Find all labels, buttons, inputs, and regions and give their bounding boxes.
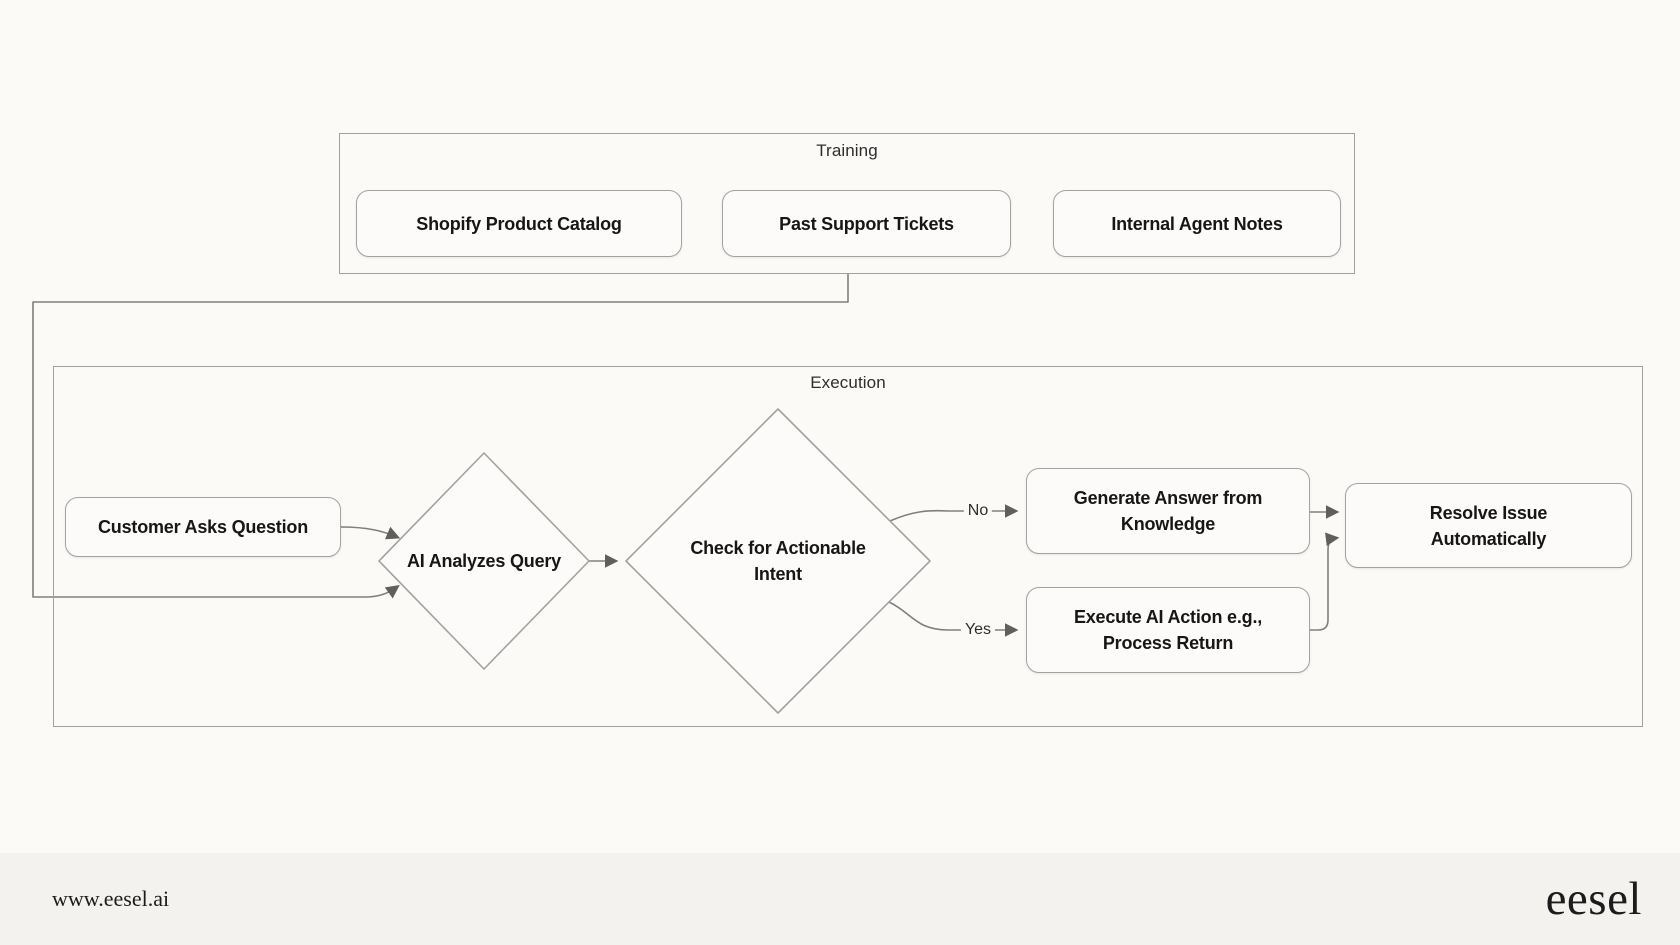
node-label: Shopify Product Catalog	[416, 213, 622, 234]
footer-url: www.eesel.ai	[52, 886, 170, 911]
edge-customer-to-analyze	[340, 526, 401, 540]
edge-label-no: No	[963, 502, 993, 520]
node-label: Customer Asks Question	[98, 517, 308, 537]
node-generate-answer-from-knowledge: Generate Answer from Knowledge	[1026, 468, 1310, 554]
node-execute-ai-action: Execute AI Action e.g., Process Return	[1026, 587, 1310, 673]
node-customer-asks-question: Customer Asks Question	[65, 497, 341, 557]
edge-label-yes: Yes	[960, 621, 996, 639]
node-label-line: Process Return	[1102, 633, 1234, 653]
node-label-line: Automatically	[1430, 528, 1547, 549]
node-label: Internal Agent Notes	[1111, 213, 1283, 234]
edge-check-no-to-generate	[889, 504, 1019, 522]
edge-check-yes-to-execute	[888, 601, 1019, 637]
node-label: Past Support Tickets	[779, 213, 954, 234]
footer: www.eesel.ai eesel	[0, 853, 1680, 945]
node-label-line: Intent	[754, 564, 802, 584]
execution-section: Execution	[53, 366, 1643, 727]
node-label-line: Resolve Issue	[1429, 502, 1548, 523]
node-resolve-issue-automatically: Resolve Issue Automatically	[1345, 483, 1632, 568]
node-internal-agent-notes: Internal Agent Notes	[1053, 190, 1341, 257]
node-label-line: Execute AI Action e.g.,	[1073, 607, 1263, 627]
diamond-check-intent	[625, 408, 931, 714]
node-label-line: Knowledge	[1120, 514, 1216, 534]
edge-training-to-analyze	[32, 274, 849, 599]
node-past-support-tickets: Past Support Tickets	[722, 190, 1011, 257]
execution-section-label: Execution	[810, 373, 886, 392]
edge-execute-to-resolve	[1310, 532, 1340, 631]
footer-logo: eesel	[1545, 873, 1642, 925]
training-section: Training	[339, 133, 1355, 274]
training-section-label: Training	[816, 141, 878, 160]
diamond-ai-analyzes-query	[378, 452, 590, 670]
node-label-line: Check for Actionable	[690, 538, 866, 558]
node-label-line: Generate Answer from	[1073, 488, 1263, 508]
diamond-ai-analyzes-query-label: AI Analyzes Query	[407, 551, 561, 571]
diamond-check-intent-label: Check for Actionable Intent	[650, 535, 906, 587]
node-shopify-product-catalog: Shopify Product Catalog	[356, 190, 682, 257]
